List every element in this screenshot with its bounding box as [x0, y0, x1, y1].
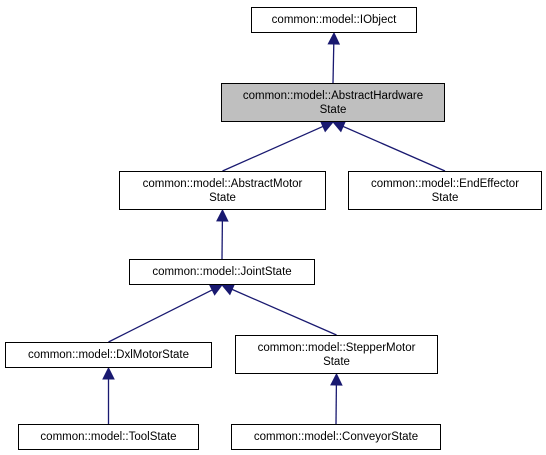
node-conveyor-state-label: common::model::ConveyorState — [253, 431, 419, 443]
edge-arrowhead — [330, 372, 343, 386]
node-dxl-motor-state-label: common::model::DxlMotorState — [27, 349, 190, 361]
node-abstract-hardware-state: common::model::AbstractHardware State — [221, 83, 445, 122]
edge-arrowhead — [216, 208, 229, 222]
node-end-effector-state-label-line1: common::model::EndEffector — [370, 177, 520, 190]
node-abstract-hardware-state-label-line2: State — [319, 103, 347, 116]
edge-arrowhead — [319, 120, 335, 133]
node-iobject[interactable]: common::model::IObject — [251, 7, 417, 33]
edge-dxl-motor-state-to-joint-state — [108, 284, 223, 343]
edge-arrowhead — [220, 283, 236, 296]
node-joint-state[interactable]: common::model::JointState — [129, 259, 315, 285]
node-dxl-motor-state[interactable]: common::model::DxlMotorState — [5, 342, 212, 368]
edge-abstract-hardware-state-to-iobject — [327, 31, 341, 84]
edge-abstract-motor-state-to-abstract-hardware-state — [222, 120, 335, 172]
edge-end-effector-state-to-abstract-hardware-state — [331, 120, 446, 172]
edge-line — [222, 125, 324, 172]
node-stepper-motor-state[interactable]: common::model::StepperMotor State — [235, 335, 438, 374]
edge-arrowhead — [208, 284, 223, 296]
node-tool-state[interactable]: common::model::ToolState — [18, 424, 199, 450]
node-joint-state-label: common::model::JointState — [152, 266, 292, 278]
edge-stepper-motor-state-to-joint-state — [220, 283, 337, 336]
edge-joint-state-to-abstract-motor-state — [216, 208, 229, 260]
node-abstract-motor-state-label-line1: common::model::AbstractMotor — [142, 177, 303, 190]
edge-arrowhead — [327, 31, 341, 45]
node-stepper-motor-state-label-line2: State — [323, 355, 350, 368]
node-abstract-hardware-state-label-line1: common::model::AbstractHardware — [242, 89, 424, 102]
node-conveyor-state[interactable]: common::model::ConveyorState — [231, 424, 441, 450]
edge-line — [342, 125, 446, 172]
node-abstract-motor-state-label-line2: State — [209, 191, 236, 204]
node-end-effector-state[interactable]: common::model::EndEffector State — [348, 171, 542, 210]
node-stepper-motor-state-label-line1: common::model::StepperMotor — [257, 341, 416, 354]
edge-line — [108, 289, 213, 343]
node-iobject-label: common::model::IObject — [271, 14, 397, 26]
node-tool-state-label: common::model::ToolState — [40, 431, 177, 443]
edge-tool-state-to-dxl-motor-state — [102, 366, 115, 424]
edge-line — [332, 43, 335, 84]
node-abstract-motor-state[interactable]: common::model::AbstractMotor State — [119, 171, 326, 210]
edge-arrowhead — [331, 120, 347, 133]
edge-conveyor-state-to-stepper-motor-state — [330, 372, 343, 425]
node-end-effector-state-label-line2: State — [431, 191, 459, 204]
edge-arrowhead — [102, 366, 115, 380]
edge-line — [231, 288, 337, 336]
